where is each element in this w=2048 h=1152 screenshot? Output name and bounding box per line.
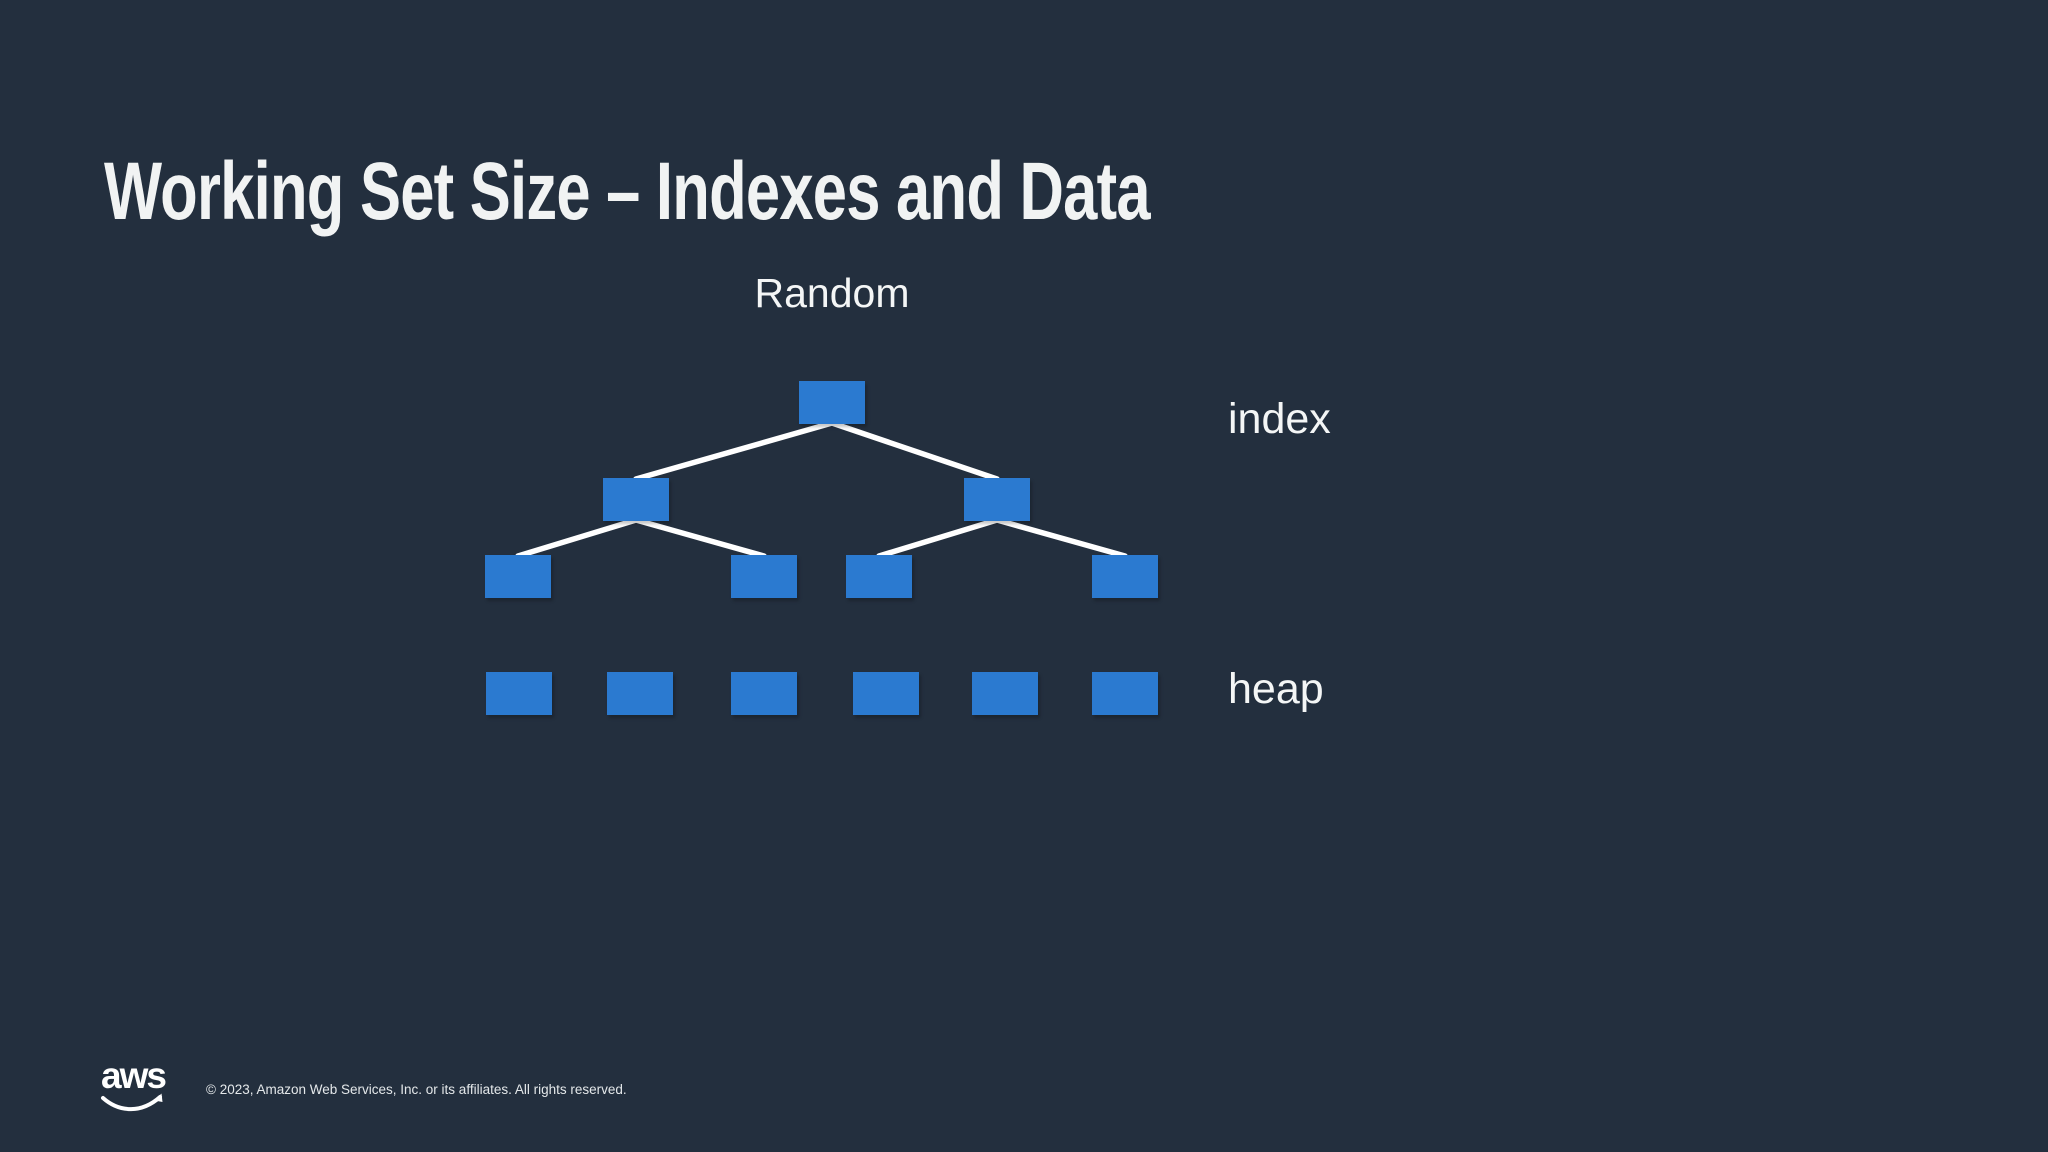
aws-smile-icon	[101, 1095, 162, 1112]
heap-page-page-2	[607, 672, 673, 715]
tree-edge	[876, 517, 1000, 559]
tree-edge	[829, 420, 1000, 482]
index-node-leaf-3	[846, 555, 912, 598]
slide-title: Working Set Size – Indexes and Data	[104, 145, 1151, 237]
index-node-internal-right	[964, 478, 1030, 521]
heap-page-page-1	[486, 672, 552, 715]
copyright-text: © 2023, Amazon Web Services, Inc. or its…	[206, 1082, 627, 1097]
index-node-leaf-4	[1092, 555, 1158, 598]
index-node-leaf-2	[731, 555, 797, 598]
index-node-internal-left	[603, 478, 669, 521]
heap-label: heap	[1228, 665, 1324, 713]
heap-page-page-5	[972, 672, 1038, 715]
heap-page-page-3	[731, 672, 797, 715]
index-node-root	[799, 381, 865, 424]
aws-logo: aws	[101, 1058, 166, 1112]
heap-page-page-6	[1092, 672, 1158, 715]
tree-edge	[515, 517, 639, 559]
aws-logo-text: aws	[101, 1058, 166, 1096]
aws-smile-arrowhead	[154, 1093, 163, 1102]
index-label: index	[1228, 395, 1331, 443]
access-pattern-label: Random	[754, 270, 910, 316]
tree-edge	[633, 420, 835, 482]
tree-edge	[633, 517, 767, 559]
tree-edge	[994, 517, 1128, 559]
index-node-leaf-1	[485, 555, 551, 598]
heap-page-page-4	[853, 672, 919, 715]
